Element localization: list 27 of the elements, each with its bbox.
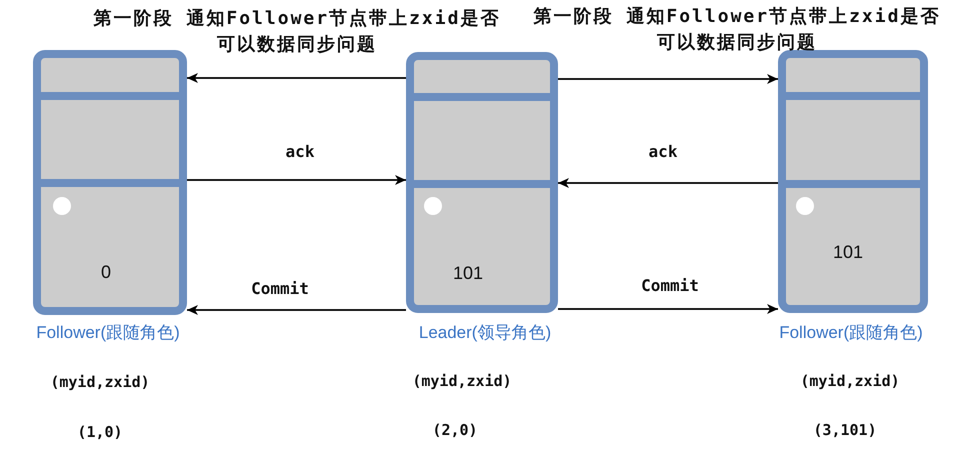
edge-label: ack <box>286 142 314 162</box>
arrow <box>558 304 778 314</box>
id-caption: (2,0) <box>432 420 478 441</box>
server-box <box>33 50 187 315</box>
server-box <box>778 50 928 313</box>
arrow <box>558 74 778 84</box>
role-caption: Follower(跟随角色) <box>779 322 923 344</box>
value-label: 101 <box>452 262 484 284</box>
value-label: 0 <box>101 261 111 283</box>
value-label: 101 <box>832 241 864 263</box>
role-caption: Follower(跟随角色) <box>36 322 180 344</box>
server-box <box>406 52 558 313</box>
arrow <box>187 73 406 83</box>
field-caption: (myid,zxid) <box>800 371 900 392</box>
edge-label: Commit <box>251 279 309 299</box>
edge-label: 第一阶段 通知Follower节点带上zxid是否可以数据同步问题 <box>92 7 502 57</box>
edge-label: 第一阶段 通知Follower节点带上zxid是否可以数据同步问题 <box>532 5 942 55</box>
edge-label: ack <box>648 142 678 162</box>
arrow <box>187 175 406 185</box>
edge-label: Commit <box>641 276 699 296</box>
arrow <box>187 305 406 315</box>
arrow <box>558 178 778 188</box>
id-caption: (3,101) <box>813 420 877 441</box>
field-caption: (myid,zxid) <box>50 372 150 393</box>
role-caption: Leader(领导角色) <box>418 322 552 344</box>
id-caption: (1,0) <box>77 422 123 443</box>
field-caption: (myid,zxid) <box>412 371 512 392</box>
